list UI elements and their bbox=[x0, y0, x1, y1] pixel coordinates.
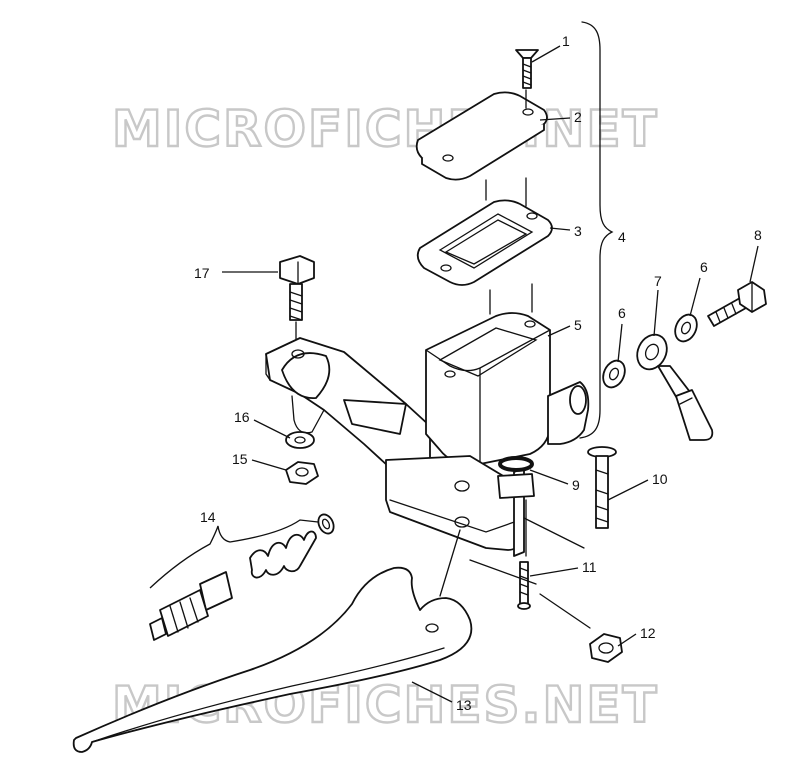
guide-line-nut bbox=[539, 593, 591, 629]
banjo-washer-outer[interactable] bbox=[671, 311, 701, 345]
leader-11 bbox=[529, 567, 579, 577]
guide-line-pivot bbox=[523, 517, 585, 549]
callout-4: 4 bbox=[618, 229, 626, 245]
leader-16 bbox=[253, 419, 291, 439]
callout-15: 15 bbox=[232, 451, 248, 467]
brake-hose-banjo-fitting[interactable] bbox=[632, 330, 714, 441]
diaphragm-gasket[interactable] bbox=[416, 199, 553, 286]
piston-kit[interactable] bbox=[149, 512, 337, 641]
leader-15 bbox=[251, 459, 287, 471]
leader-10 bbox=[607, 479, 649, 501]
guide-line-bracket bbox=[469, 559, 537, 585]
leader-6b bbox=[689, 277, 701, 317]
callout-13: 13 bbox=[456, 697, 472, 713]
banjo-washer-inner[interactable] bbox=[599, 357, 629, 391]
leader-2 bbox=[539, 117, 571, 121]
callout-1: 1 bbox=[562, 33, 570, 49]
master-cylinder-clamp-body[interactable] bbox=[265, 337, 431, 467]
leader-9 bbox=[529, 469, 569, 485]
leader-12 bbox=[617, 633, 637, 647]
callout-7: 7 bbox=[654, 273, 662, 289]
assembly-brace bbox=[579, 21, 614, 439]
callout-5: 5 bbox=[574, 317, 582, 333]
hex-nut[interactable] bbox=[285, 461, 319, 485]
leader-1 bbox=[531, 45, 561, 63]
leader-6a bbox=[617, 323, 623, 363]
leader-7 bbox=[653, 289, 659, 337]
callout-6-outer: 6 bbox=[700, 259, 708, 275]
callout-14: 14 bbox=[200, 509, 216, 525]
callout-17: 17 bbox=[194, 265, 210, 281]
callout-2: 2 bbox=[574, 109, 582, 125]
lever-pivot-bolt[interactable] bbox=[587, 446, 617, 529]
leader-5 bbox=[547, 325, 571, 337]
callout-6-inner: 6 bbox=[618, 305, 626, 321]
guide-line-lever bbox=[439, 529, 461, 597]
lock-nut[interactable] bbox=[589, 633, 623, 663]
brake-lever[interactable] bbox=[72, 566, 473, 753]
master-cylinder-reservoir[interactable] bbox=[425, 312, 590, 466]
callout-8: 8 bbox=[754, 227, 762, 243]
lever-adjuster-screw[interactable] bbox=[517, 561, 531, 610]
flat-washer[interactable] bbox=[285, 431, 315, 449]
leader-3 bbox=[549, 227, 571, 231]
o-ring[interactable] bbox=[497, 456, 535, 499]
leader-8 bbox=[749, 245, 759, 283]
leader-13 bbox=[411, 681, 453, 703]
callout-16: 16 bbox=[234, 409, 250, 425]
callout-10: 10 bbox=[652, 471, 668, 487]
reservoir-cover[interactable] bbox=[415, 91, 548, 181]
clamp-hex-bolt[interactable] bbox=[279, 255, 315, 321]
watermark-top: MICROFICHES.NET bbox=[112, 100, 659, 158]
cover-screw[interactable] bbox=[515, 49, 539, 89]
banjo-bolt[interactable] bbox=[707, 281, 767, 327]
callout-9: 9 bbox=[572, 477, 580, 493]
leader-14-brace bbox=[149, 519, 319, 589]
callout-3: 3 bbox=[574, 223, 582, 239]
callout-12: 12 bbox=[640, 625, 656, 641]
callout-11: 11 bbox=[582, 559, 597, 575]
lever-mounting-bracket[interactable] bbox=[385, 455, 525, 557]
